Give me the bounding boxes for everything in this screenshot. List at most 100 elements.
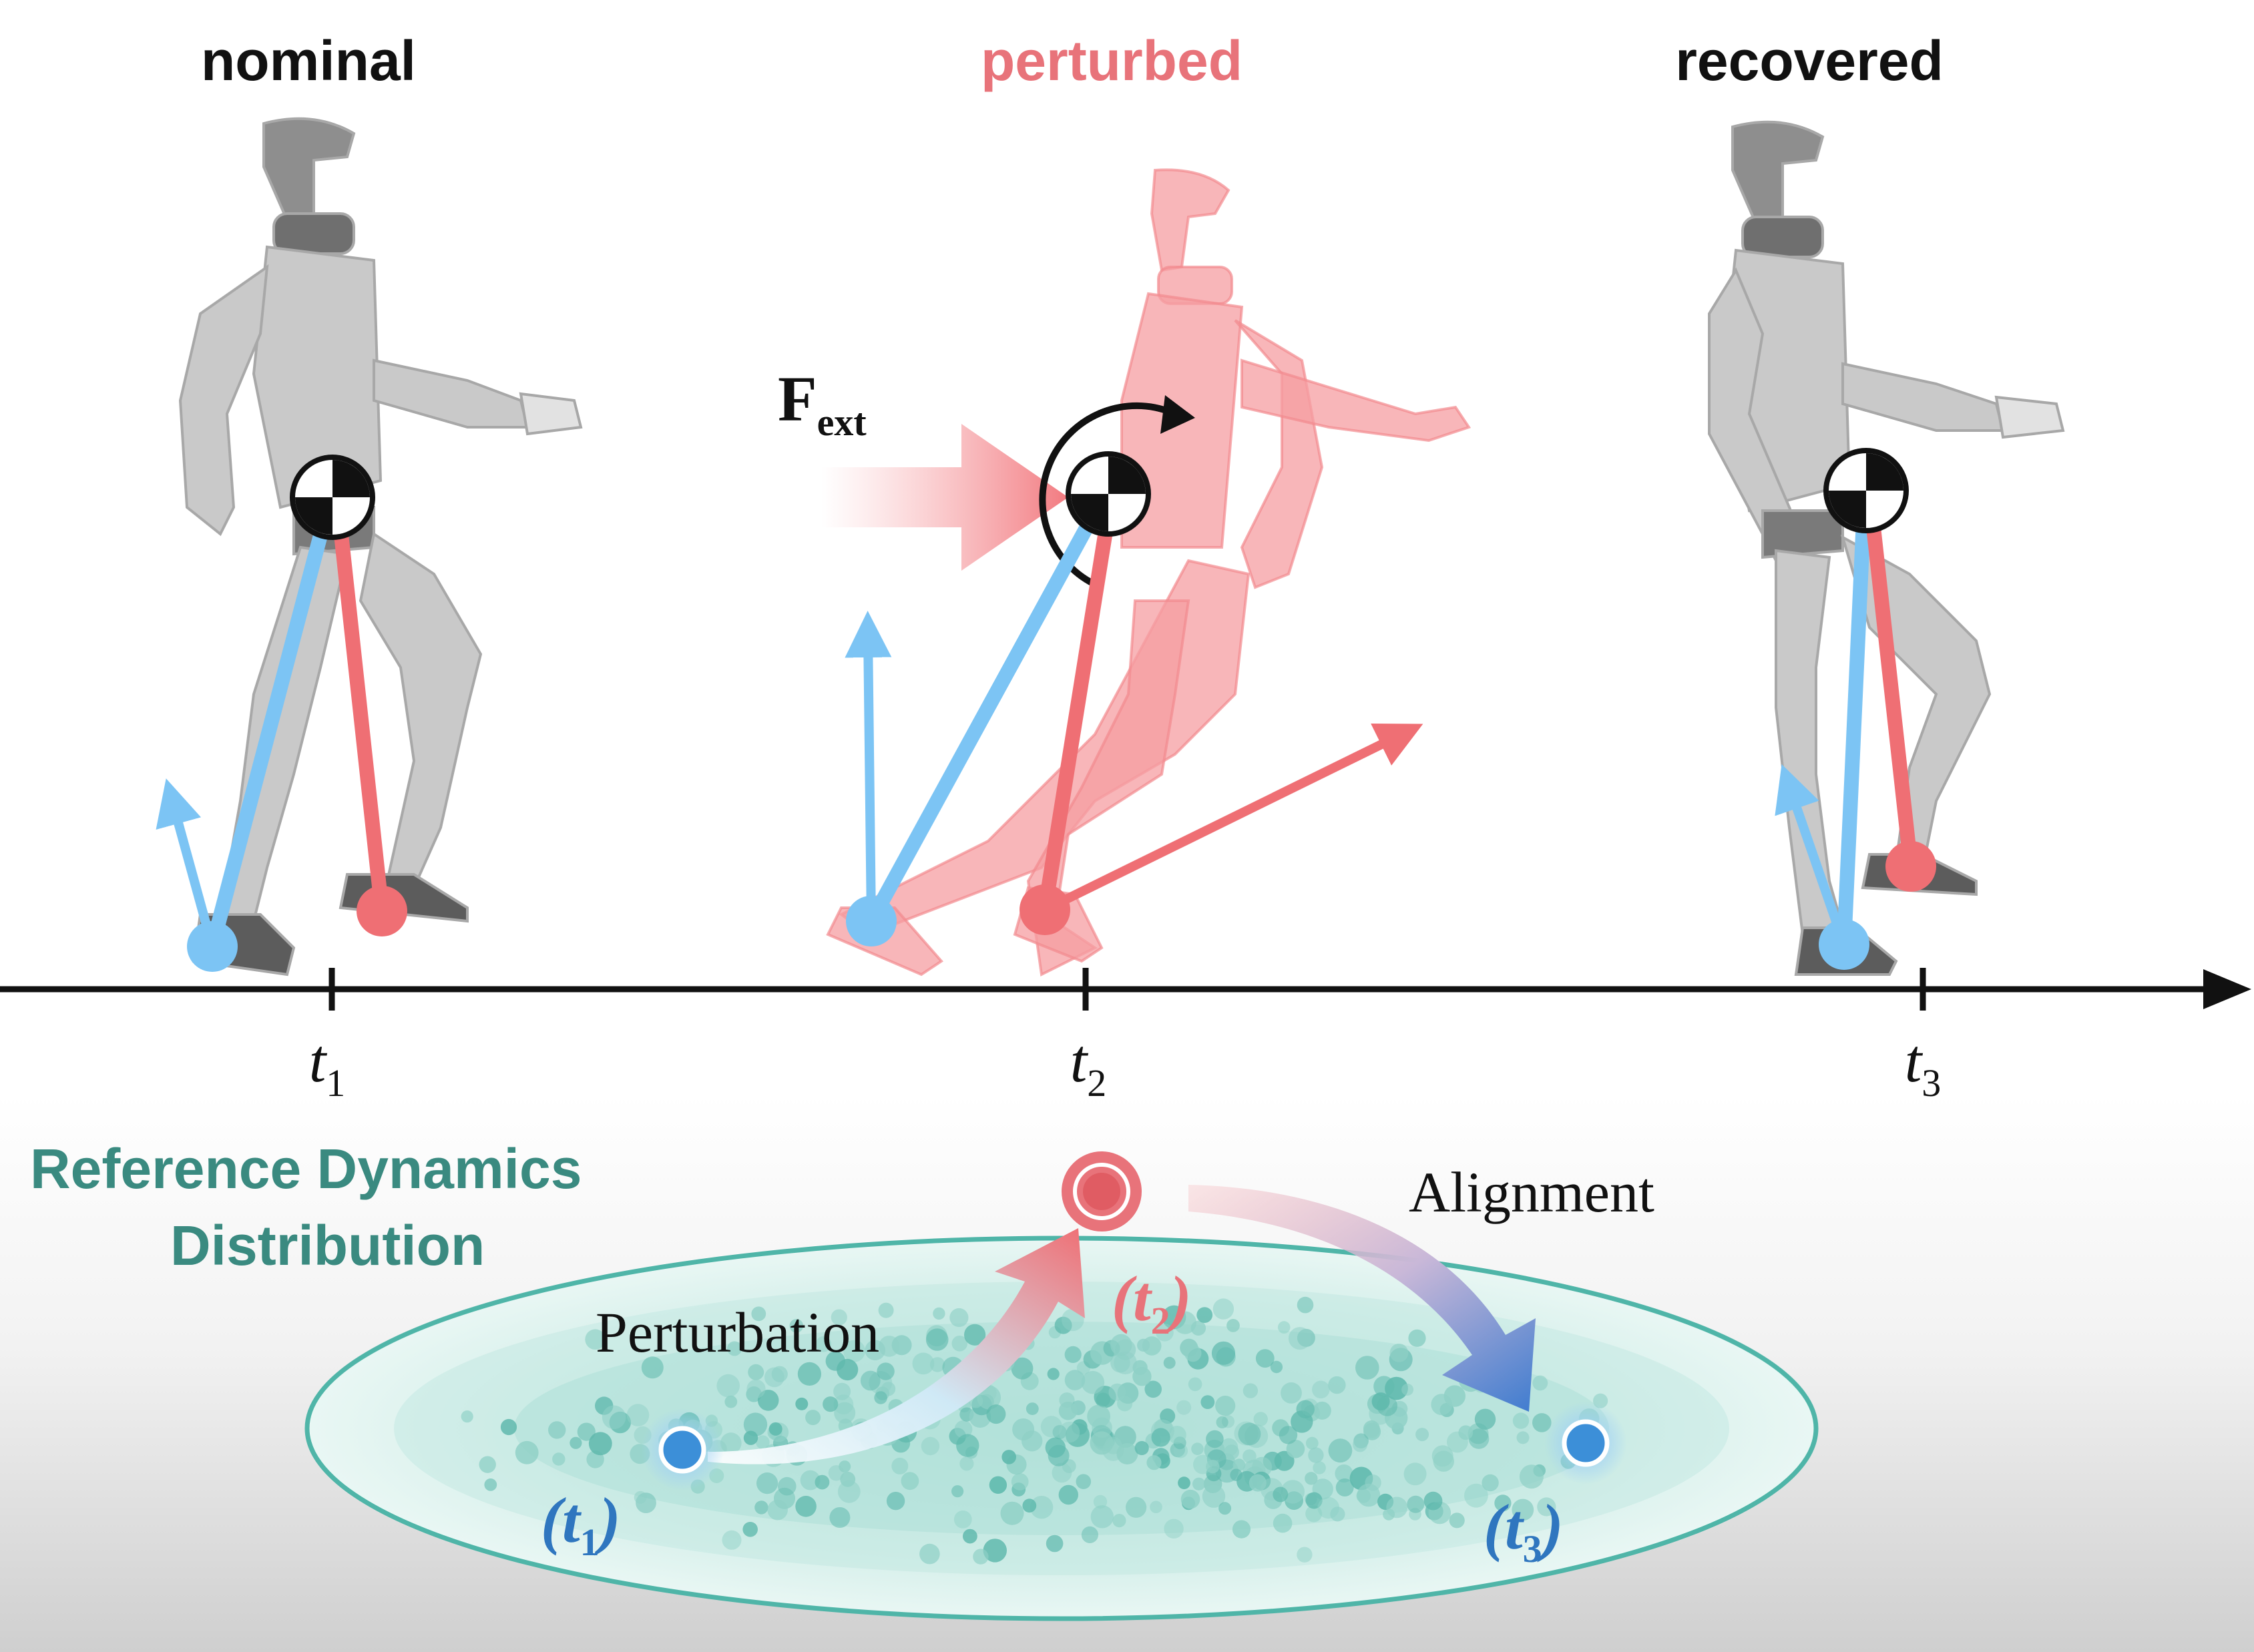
sample-dot	[921, 1436, 940, 1456]
sample-dot	[588, 1432, 612, 1456]
sample-dot	[1192, 1477, 1206, 1490]
sample-dot	[877, 1362, 895, 1380]
sample-dot	[1110, 1352, 1130, 1373]
point-t2	[1083, 1173, 1120, 1210]
center-of-mass-icon	[290, 455, 375, 540]
sample-dot	[1386, 1496, 1408, 1519]
sample-dot	[1146, 1455, 1162, 1470]
stance-foot-dot-1	[187, 921, 238, 972]
sample-dot	[1144, 1380, 1162, 1398]
sample-dot	[1238, 1422, 1261, 1446]
sample-dot	[756, 1472, 778, 1494]
sample-dot	[1058, 1422, 1080, 1443]
sample-dot	[823, 1396, 839, 1412]
sample-dot	[548, 1421, 566, 1439]
sample-dot	[1305, 1436, 1319, 1450]
sample-dot	[1330, 1506, 1345, 1522]
sample-dot	[789, 1319, 804, 1333]
sample-dot	[1012, 1418, 1035, 1440]
sample-dot	[1353, 1437, 1368, 1452]
sample-dot	[1407, 1495, 1425, 1513]
sample-dot	[833, 1382, 851, 1400]
sample-dot	[1132, 1367, 1152, 1386]
sample-dot	[815, 1336, 832, 1352]
stance-leg-line-3	[1837, 483, 1872, 952]
sample-dot	[1163, 1356, 1176, 1369]
point-label-t1: (t1)	[541, 1484, 621, 1564]
sample-dot	[626, 1404, 650, 1426]
sample-dot	[1305, 1505, 1323, 1523]
ground-force-arrow-3	[1775, 764, 1849, 946]
swing-leg-line-1	[330, 490, 389, 918]
sample-dot	[716, 1374, 740, 1398]
sample-dot	[634, 1490, 647, 1504]
sample-dot	[778, 1476, 797, 1496]
sample-dot	[1011, 1473, 1029, 1490]
sample-dot	[1403, 1462, 1427, 1486]
sample-dot	[1288, 1327, 1311, 1350]
sample-dot	[881, 1382, 896, 1396]
sample-dot	[743, 1412, 768, 1436]
alignment-label: Alignment	[1409, 1160, 1654, 1224]
sample-dot	[977, 1385, 1001, 1410]
point-label-t2: (t2)	[1112, 1263, 1192, 1342]
sample-dot	[1232, 1458, 1246, 1471]
sample-dot	[1193, 1454, 1212, 1474]
sample-dot	[843, 1340, 865, 1362]
sample-dot	[1046, 1535, 1064, 1553]
sample-dot	[953, 1510, 972, 1529]
sample-dot	[1117, 1396, 1133, 1412]
sample-dot	[829, 1507, 851, 1528]
tick-label-t2: t2	[1070, 1027, 1107, 1105]
sample-dot	[1516, 1431, 1530, 1444]
sample-dot	[1423, 1491, 1443, 1510]
sample-dot	[828, 1465, 845, 1481]
sample-dot	[1151, 1428, 1170, 1447]
sample-dot	[1096, 1392, 1110, 1407]
sample-dot	[1253, 1412, 1268, 1426]
sample-dot	[1296, 1400, 1315, 1418]
sample-dot	[1191, 1442, 1204, 1455]
sample-dot	[720, 1432, 742, 1454]
sample-dot	[1297, 1547, 1313, 1563]
alignment-arrow	[1188, 1185, 1536, 1412]
sample-dot	[951, 1485, 964, 1498]
sample-dot	[1335, 1464, 1353, 1483]
sample-dot	[1188, 1377, 1202, 1392]
sample-dot	[1482, 1474, 1499, 1492]
point-t1	[658, 1426, 706, 1474]
sample-dot	[878, 1302, 894, 1318]
sample-dot	[986, 1404, 1006, 1424]
sample-dot	[1076, 1474, 1092, 1489]
sample-dot	[815, 1474, 830, 1490]
sample-dot	[912, 1352, 935, 1375]
sample-dot	[973, 1549, 989, 1565]
sample-dot	[1110, 1334, 1132, 1356]
stance-foot-dot-2	[846, 896, 897, 946]
sample-dot	[860, 1370, 881, 1391]
sample-dot	[1054, 1316, 1072, 1334]
sample-dot	[724, 1395, 738, 1408]
sample-dot	[641, 1356, 664, 1379]
sample-dot	[1211, 1341, 1236, 1365]
sample-dot	[919, 1543, 940, 1565]
phase-title-recovered: recovered	[1675, 29, 1944, 92]
external-force-arrow	[821, 424, 1068, 571]
force-label: Fext	[778, 363, 867, 444]
sample-dot	[831, 1309, 847, 1326]
sample-dot	[795, 1397, 809, 1410]
sample-dot	[1532, 1375, 1548, 1391]
sample-dot	[1176, 1400, 1192, 1415]
phase-title-nominal: nominal	[201, 29, 416, 92]
sample-dot	[748, 1364, 764, 1380]
sample-dot	[1081, 1526, 1098, 1543]
sample-dot	[1137, 1338, 1150, 1352]
sample-dot	[1335, 1478, 1354, 1496]
sample-dot	[1206, 1459, 1220, 1474]
sample-dot	[833, 1394, 854, 1415]
distribution-title-line1: Reference Dynamics	[30, 1137, 582, 1200]
sample-dot	[1000, 1501, 1024, 1525]
sample-dot	[1058, 1402, 1078, 1420]
sample-dot	[834, 1402, 856, 1424]
sample-dot	[1047, 1368, 1060, 1380]
